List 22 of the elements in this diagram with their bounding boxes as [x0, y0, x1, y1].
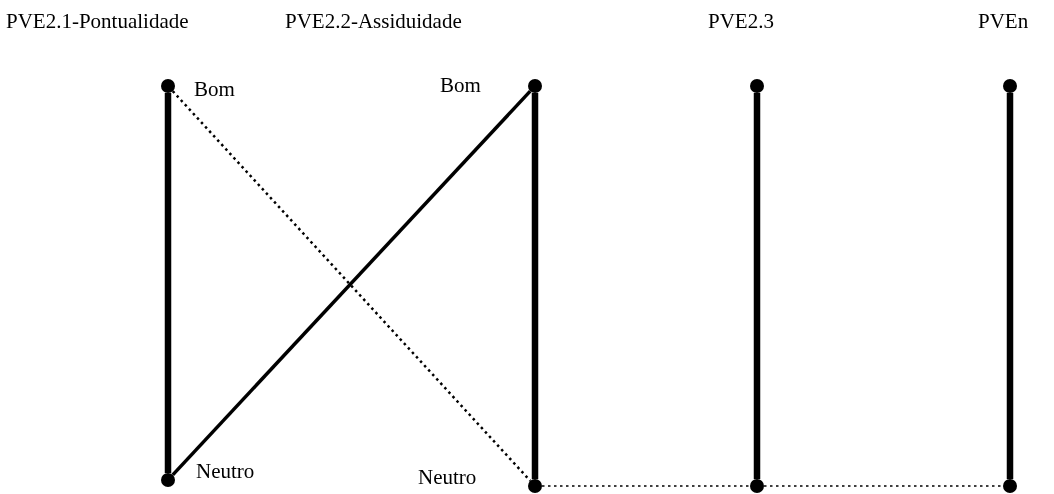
connector-line: [753, 93, 761, 479]
dotted-line: [541, 485, 751, 487]
level-label: Bom: [194, 78, 235, 102]
connector-line: [531, 93, 539, 479]
dotted-line: [763, 485, 1004, 487]
axis-title: PVE2.1-Pontualidade: [6, 10, 189, 34]
axis-dot: [750, 479, 764, 493]
connector-line: [1006, 93, 1014, 479]
axis-dot: [1003, 479, 1017, 493]
axis-dot: [528, 479, 542, 493]
level-label: Neutro: [418, 466, 477, 490]
axis-title: PVE2.2-Assiduidade: [285, 10, 462, 34]
level-label: Bom: [440, 74, 481, 98]
axis-dot: [1003, 79, 1017, 93]
axis-dot: [161, 473, 175, 487]
axis-title: PVE2.3: [708, 10, 774, 34]
axis-dot: [750, 79, 764, 93]
level-label: Neutro: [196, 460, 255, 484]
connector-line: [164, 93, 172, 473]
axis-dot: [528, 79, 542, 93]
axis-dot: [161, 79, 175, 93]
axis-title: PVEn: [978, 10, 1029, 34]
